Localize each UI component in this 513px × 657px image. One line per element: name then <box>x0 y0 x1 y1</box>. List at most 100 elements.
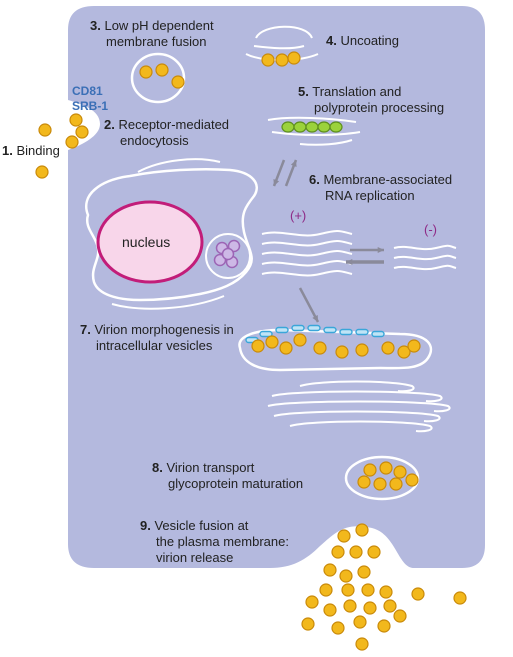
polyprotein-unit <box>293 121 307 133</box>
virion <box>301 617 315 631</box>
virion <box>355 523 369 537</box>
step-3-line-2: membrane fusion <box>106 34 207 49</box>
golgi-cisterna <box>299 380 415 393</box>
virion <box>313 341 327 355</box>
step-6-line-2: RNA replication <box>325 188 415 203</box>
virion <box>381 341 395 355</box>
er-fold-bottom <box>111 295 225 310</box>
virion <box>155 63 169 77</box>
arrow-shaft <box>298 287 320 323</box>
virion <box>453 591 467 605</box>
rna-strand <box>261 260 353 267</box>
minus-strand-label: (-) <box>424 222 437 237</box>
virion <box>319 583 333 597</box>
virion <box>355 637 369 651</box>
virion <box>349 545 363 559</box>
virion <box>357 475 371 489</box>
virion <box>411 587 425 601</box>
virion <box>75 125 89 139</box>
rna-strand <box>393 244 457 251</box>
step-6-label: 6. Membrane-associated RNA replication <box>309 172 452 204</box>
polyprotein-unit <box>329 121 343 133</box>
virion <box>353 615 367 629</box>
step-7-label: 7. Virion morphogenesis in intracellular… <box>80 322 234 354</box>
virion <box>393 465 407 479</box>
glycoprotein <box>307 324 321 332</box>
step-9-number: 9. <box>140 518 151 533</box>
virion <box>279 341 293 355</box>
step-5-line-2: polyprotein processing <box>314 100 445 115</box>
step-5-line-1: Translation and <box>312 84 402 99</box>
step-2-line-2: endocytosis <box>120 133 189 148</box>
virion <box>69 113 83 127</box>
receptor-labels: CD81 SRB-1 <box>72 84 108 114</box>
virion <box>339 569 353 583</box>
plus-strand-label: (+) <box>290 208 307 223</box>
step-1-number: 1. <box>2 143 13 158</box>
virion <box>407 339 421 353</box>
step-9-line-2: the plasma membrane: <box>156 534 289 549</box>
nucleus <box>96 200 204 284</box>
step-3-line-1: Low pH dependent <box>104 18 214 33</box>
arrow-head <box>377 246 384 254</box>
rna-strand <box>261 240 353 247</box>
virion <box>337 529 351 543</box>
step-2-label: 2. Receptor-mediated endocytosis <box>104 117 229 149</box>
virion <box>379 585 393 599</box>
virion <box>251 339 265 353</box>
rna-strand <box>261 230 353 237</box>
rna-strand <box>261 250 353 257</box>
virion <box>393 609 407 623</box>
virion <box>355 343 369 357</box>
step-4-text: Uncoating <box>340 33 400 48</box>
endoplasmic-reticulum <box>85 168 258 302</box>
virion <box>275 53 289 67</box>
virion <box>65 135 79 149</box>
virion <box>293 333 307 347</box>
step-3-label: 3. Low pH dependent membrane fusion <box>90 18 214 50</box>
virion <box>305 595 319 609</box>
plus-strand-rna <box>261 230 353 277</box>
minus-strand-rna <box>393 244 457 271</box>
virion <box>341 583 355 597</box>
virion <box>357 565 371 579</box>
step-2-line-1: Receptor-mediated <box>118 117 230 132</box>
rna-strand <box>393 264 457 271</box>
virion <box>323 603 337 617</box>
cell-body <box>68 6 485 568</box>
virion <box>397 345 411 359</box>
golgi-cisterna <box>273 410 441 423</box>
capsid-vesicle <box>205 233 251 279</box>
step-8-label: 8. Virion transport glycoprotein maturat… <box>152 460 303 492</box>
virion <box>361 583 375 597</box>
step-1-text: Binding <box>16 143 60 158</box>
polyprotein-unit <box>305 121 319 133</box>
virion <box>367 545 381 559</box>
step-1-label: 1. Binding <box>2 143 60 159</box>
virion <box>38 123 52 137</box>
step-9-line-1: Vesicle fusion at <box>154 518 249 533</box>
flow-arrows <box>272 159 384 323</box>
virion <box>335 345 349 359</box>
golgi-stacks <box>267 380 451 433</box>
step-2-number: 2. <box>104 117 115 132</box>
glycoprotein <box>323 326 337 334</box>
virion <box>261 53 275 67</box>
step-9-label: 9. Vesicle fusion at the plasma membrane… <box>140 518 289 566</box>
polyprotein-unit <box>317 121 331 133</box>
glycoprotein <box>355 328 369 336</box>
virion <box>343 599 357 613</box>
virion <box>377 619 391 633</box>
step-7-number: 7. <box>80 322 91 337</box>
step-5-label: 5. Translation and polyprotein processin… <box>298 84 444 116</box>
glycoprotein <box>275 326 289 334</box>
glycoprotein <box>371 330 385 338</box>
virion <box>389 477 403 491</box>
golgi-cisterna <box>271 390 443 403</box>
virion <box>323 563 337 577</box>
receptor-cd81: CD81 <box>72 84 103 98</box>
step-5-number: 5. <box>298 84 309 99</box>
arrow-head <box>290 160 297 167</box>
